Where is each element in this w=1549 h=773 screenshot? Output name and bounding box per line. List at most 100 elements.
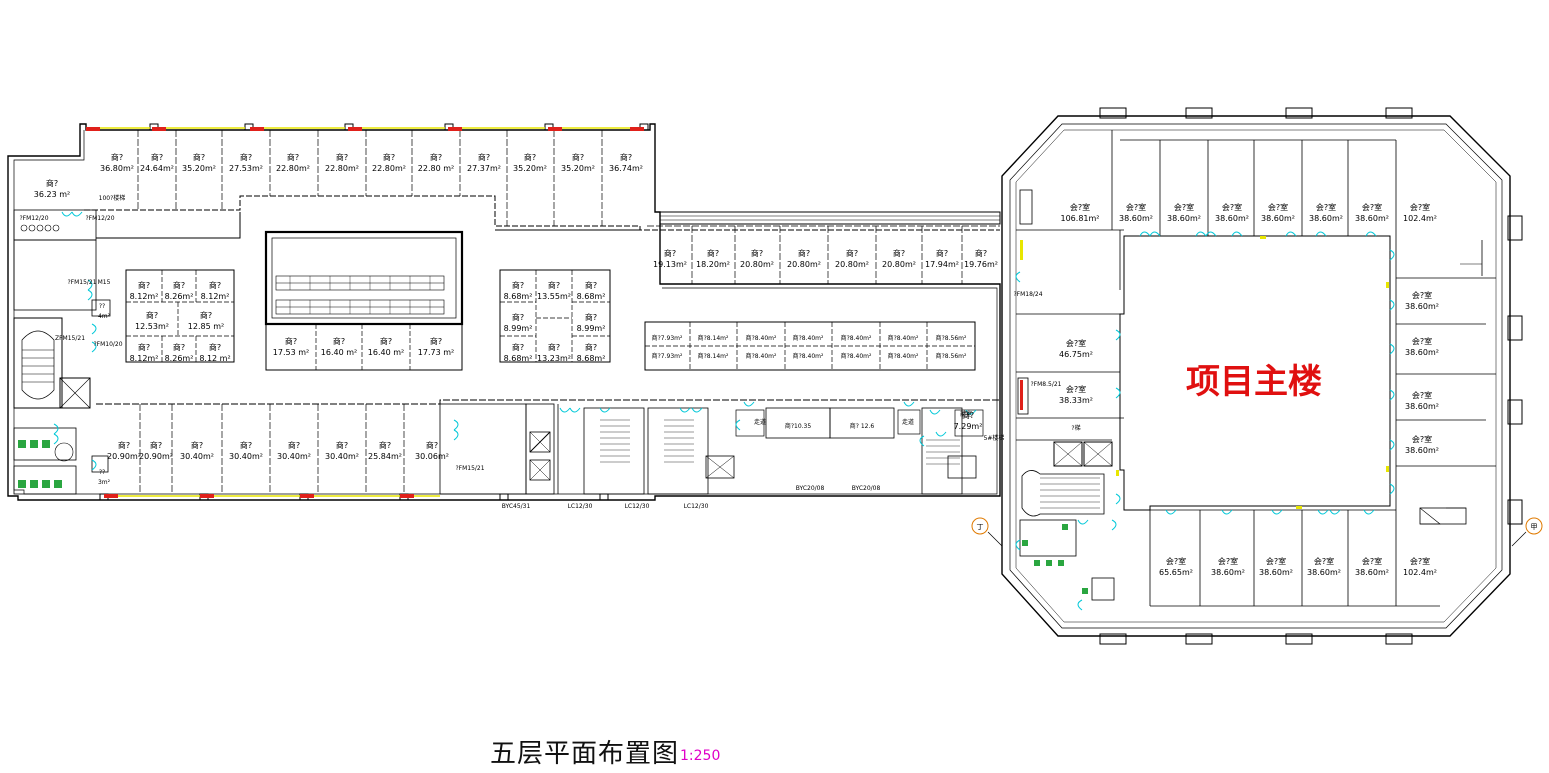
office-north-area: 38.60m²: [1355, 214, 1389, 223]
corridor-room-area: 20.80m²: [787, 260, 821, 269]
west-wing-windows: [94, 127, 640, 497]
west-small-room-area: 8.12m²: [201, 292, 230, 301]
middle-small-room-area: 8.68m²: [577, 292, 606, 301]
island-room: 商?8.14m²: [698, 352, 729, 360]
middle-small-room-name: 商?: [512, 342, 524, 352]
window-tag: BYC20/08: [852, 485, 881, 492]
door-tag: ?FM12/20: [19, 215, 48, 222]
south-room-area: 30.40m²: [180, 452, 214, 461]
office-north-name: 会?室: [1174, 202, 1194, 212]
island-room: 商?8.40m²: [841, 334, 872, 342]
middle-small-room-name: 商?: [548, 280, 560, 290]
office-east-name: 会?室: [1412, 390, 1432, 400]
north-room-area: 35.20m²: [561, 164, 595, 173]
front-room-label: 前室: [960, 410, 972, 418]
north-room-name: 商?: [572, 152, 584, 162]
axis-marker-label: 丁: [977, 523, 984, 531]
office-misc: ?梯: [1071, 424, 1080, 432]
north-room-area: 35.20m²: [513, 164, 547, 173]
window-tag: LC12/30: [625, 503, 650, 510]
middle-small-room-area: 8.99m²: [577, 324, 606, 333]
door-tag: M15: [98, 279, 111, 286]
island-room: 商?8.40m²: [746, 334, 777, 342]
north-room-name: 商?: [151, 152, 163, 162]
south-room-area: 20.90m²: [107, 452, 141, 461]
corridor-room-name: 商?: [936, 248, 948, 258]
main-building-doors: [1015, 231, 1395, 611]
atrium-room-area: 16.40 m²: [321, 348, 357, 357]
middle-small-room-area: 8.68m²: [577, 354, 606, 363]
corridor-room-area: 18.20m²: [696, 260, 730, 269]
door-tag: ?FM15/21: [455, 465, 484, 472]
south-room-name: 商?: [118, 440, 130, 450]
west-small-room-area: 8.26m²: [165, 354, 194, 363]
west-small-room-name: 商?: [209, 342, 221, 352]
window-tag: LC12/30: [684, 503, 709, 510]
corridor-label: 走道: [902, 418, 914, 426]
corridor-room-area: 20.80m²: [740, 260, 774, 269]
north-room-name: 商?: [336, 152, 348, 162]
south-room-area: 30.40m²: [277, 452, 311, 461]
south-room-name: 商?: [336, 440, 348, 450]
office-south-name: 会?室: [1266, 556, 1286, 566]
atrium-room-area: 16.40 m²: [368, 348, 404, 357]
office-east-name: 会?室: [1412, 434, 1432, 444]
office-south-area: 38.60m²: [1211, 568, 1245, 577]
middle-small-room-area: 8.68m²: [504, 292, 533, 301]
west-small-room-name: 商?: [209, 280, 221, 290]
north-room-name: 商?: [478, 152, 490, 162]
island-room: 商?8.40m²: [888, 352, 919, 360]
main-yellow-marks: [1020, 236, 1389, 509]
west-small-room-name: 商?: [200, 310, 212, 320]
office-south-area: 38.60m²: [1307, 568, 1341, 577]
door-tag: ?FM18/24: [1013, 291, 1042, 298]
west-wing-red-frames: [86, 127, 644, 498]
middle-small-room-name: 商?: [585, 312, 597, 322]
island-room: 商?8.40m²: [793, 334, 824, 342]
office-east-name: 会?室: [1412, 290, 1432, 300]
south-room-name: 商?: [426, 440, 438, 450]
island-room: 商?8.56m²: [936, 334, 967, 342]
west-small-room-area: 12.85 m²: [188, 322, 224, 331]
south-east-small-room-area: 7.29m²: [954, 422, 983, 431]
west-small-room-area: 8.12 m²: [199, 354, 230, 363]
island-room: 商?7.93m²: [652, 334, 683, 342]
west-room-name: 商?: [46, 178, 58, 188]
office-south-name: 会?室: [1166, 556, 1186, 566]
office-south-name: 会?室: [1410, 556, 1430, 566]
axis-marker-label: 甲: [1531, 523, 1538, 531]
north-room-name: 商?: [193, 152, 205, 162]
office-south-name: 会?室: [1218, 556, 1238, 566]
west-misc: ??: [99, 303, 105, 310]
office-east-area: 38.60m²: [1405, 302, 1439, 311]
office-north-area: 38.60m²: [1215, 214, 1249, 223]
office-north-area: 38.60m²: [1309, 214, 1343, 223]
door-tag: ?FM10/20: [93, 341, 122, 348]
corridor-room-area: 20.80m²: [835, 260, 869, 269]
drawing-title: 五层平面布置图: [490, 739, 680, 769]
office-south-area: 38.60m²: [1355, 568, 1389, 577]
office-east-name: 会?室: [1412, 336, 1432, 346]
corridor-room-name: 商?: [798, 248, 810, 258]
axis-marker-right: 甲: [1511, 517, 1543, 547]
corridor-room-name: 商?: [846, 248, 858, 258]
north-room-name: 商?: [524, 152, 536, 162]
south-room-area: 30.40m²: [229, 452, 263, 461]
office-north-name: 会?室: [1126, 202, 1146, 212]
north-room-area: 22.80 m²: [418, 164, 454, 173]
south-room-name: 商?: [288, 440, 300, 450]
door-tag: ?FM12/20: [85, 215, 114, 222]
west-small-room-name: 商?: [138, 342, 150, 352]
west-wing-walls: [7, 123, 1001, 501]
island-room: 商?8.40m²: [746, 352, 777, 360]
corridor-room-name: 商?: [751, 248, 763, 258]
west-misc: 3m²: [98, 479, 111, 486]
north-room-area: 24.64m²: [140, 164, 174, 173]
main-building-label: 项目主楼: [1186, 362, 1322, 402]
office-north-name: 会?室: [1362, 202, 1382, 212]
office-west-area: 38.33m²: [1059, 396, 1093, 405]
corridor-room-name: 商?: [707, 248, 719, 258]
middle-small-room-name: 商?: [512, 312, 524, 322]
room-labels: 商?36.80m²商?24.64m²商?35.20m²商?27.53m²商?22…: [19, 152, 1439, 577]
north-room-name: 商?: [430, 152, 442, 162]
